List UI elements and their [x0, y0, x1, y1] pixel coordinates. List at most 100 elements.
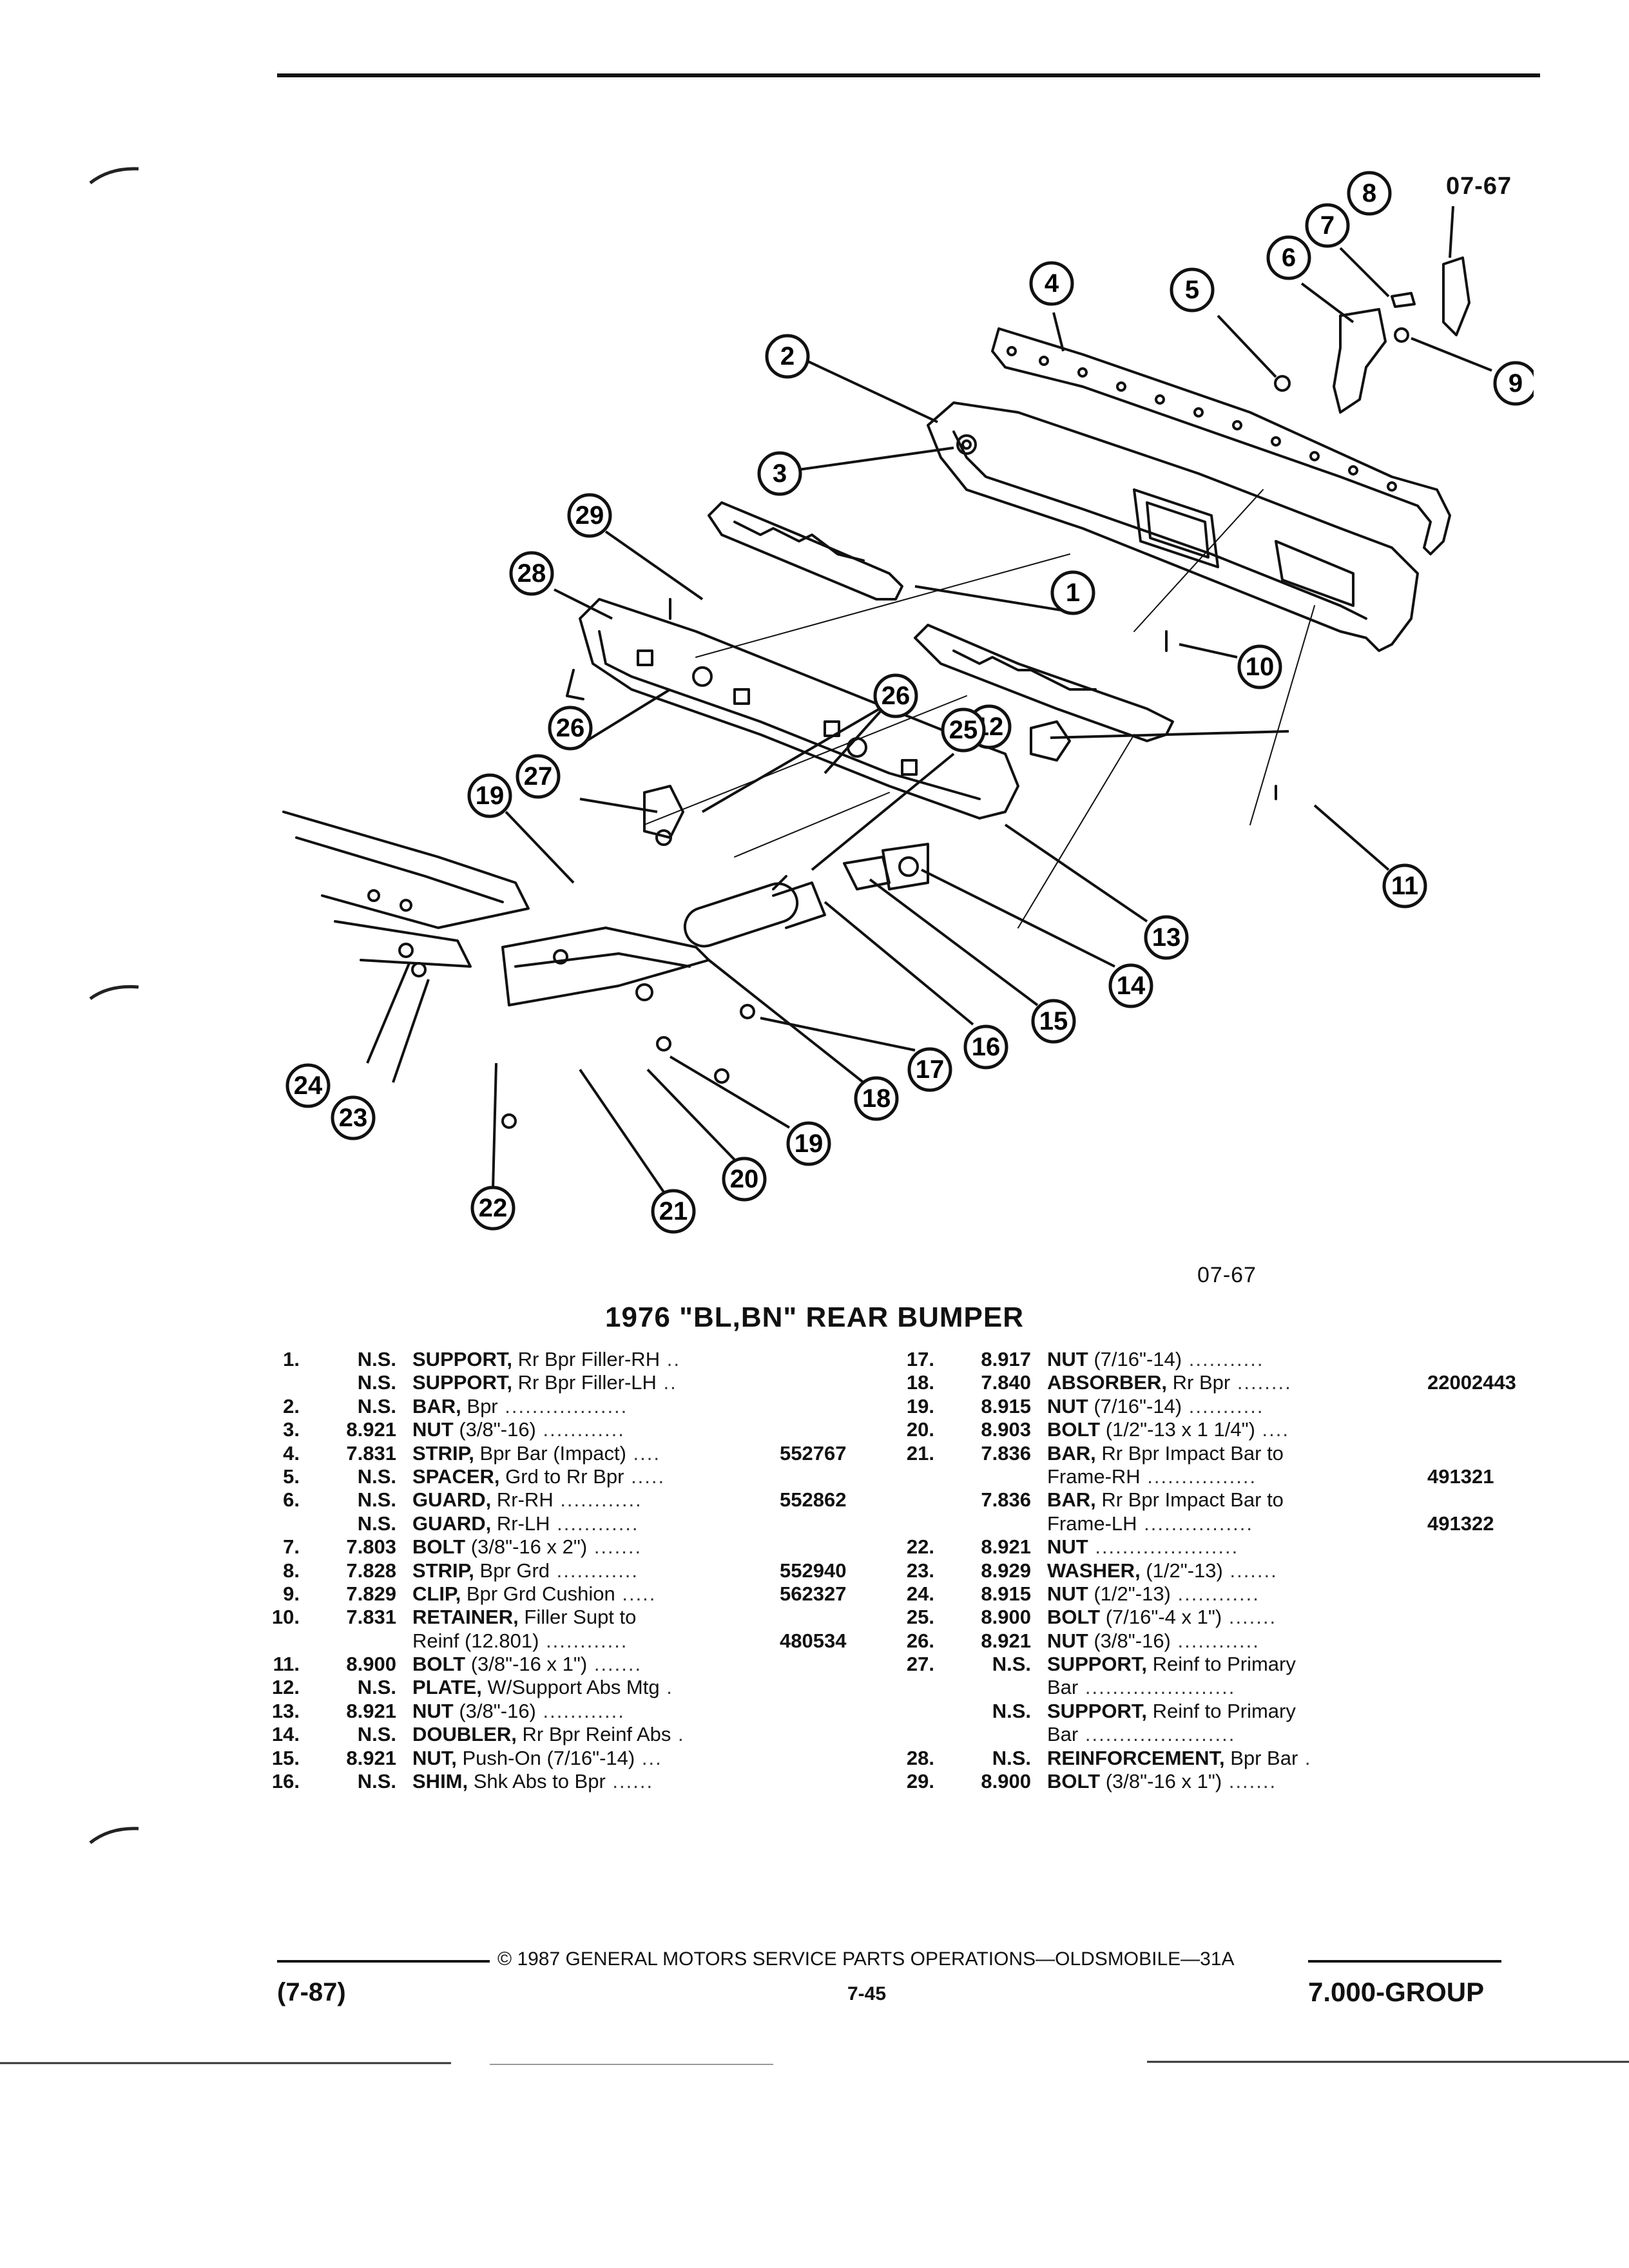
part-detail: Frame-RH — [1047, 1465, 1141, 1488]
leader-dots: ............ — [539, 1629, 628, 1652]
group-code: N.S. — [357, 1348, 396, 1370]
parts-row: Frame-RH ................491321 — [896, 1465, 1521, 1488]
binder-marks — [89, 167, 139, 1844]
part-name: NUT — [1047, 1348, 1088, 1370]
leader-dots: ............ — [550, 1512, 639, 1535]
item-number: 27. — [906, 1653, 934, 1676]
leader-dots: ....... — [587, 1535, 642, 1559]
group-code: 8.900 — [346, 1653, 396, 1676]
part-description: SUPPORT, Reinf to Primary — [1047, 1653, 1421, 1676]
footer-rule-left — [277, 1960, 490, 1963]
callout-26-right: 26 — [873, 673, 918, 718]
figure-code: 07-67 — [1446, 173, 1512, 200]
callout-5: 5 — [1170, 267, 1215, 312]
parts-row: 2.N.S.BAR, Bpr .................. — [261, 1395, 854, 1418]
part-detail: (3/8"-16 x 2") — [465, 1535, 588, 1559]
callout-15: 15 — [1031, 999, 1076, 1044]
callout-18: 18 — [854, 1076, 899, 1121]
callout-7: 7 — [1305, 203, 1350, 248]
group-code: N.S. — [357, 1488, 396, 1512]
leader-dots: ....... — [1222, 1770, 1277, 1793]
part-name: SUPPORT, — [412, 1348, 513, 1370]
part-description: NUT ..................... — [1047, 1535, 1421, 1559]
part-name: SUPPORT, — [1047, 1699, 1148, 1722]
part-detail: Bar — [1047, 1676, 1079, 1699]
part-description: DOUBLER, Rr Bpr Reinf Abs . — [412, 1723, 773, 1746]
group-code: 8.915 — [981, 1394, 1031, 1418]
leader-dots: ............ — [535, 1418, 625, 1441]
callout-3: 3 — [757, 451, 802, 496]
svg-text:19: 19 — [795, 1129, 824, 1158]
part-detail: Shk Abs to Bpr — [468, 1770, 606, 1793]
part-description: CLIP, Bpr Grd Cushion ..... — [412, 1582, 773, 1606]
page-title: 1976 "BL,BN" REAR BUMPER — [604, 1302, 1025, 1333]
svg-text:13: 13 — [1152, 923, 1181, 952]
part-description: BOLT (3/8"-16 x 2") ....... — [412, 1535, 773, 1559]
part-detail: Frame-LH — [1047, 1512, 1137, 1535]
leader-dots: ............ — [550, 1559, 639, 1582]
group-code: 8.915 — [981, 1582, 1031, 1605]
callout-9: 9 — [1493, 361, 1534, 406]
filler-support-rh — [708, 501, 903, 601]
leader-dots: .................. — [497, 1394, 628, 1418]
item-number: 16. — [271, 1770, 300, 1793]
svg-text:3: 3 — [773, 459, 787, 488]
callout-17: 17 — [907, 1047, 952, 1092]
part-detail: (3/8"-16 x 1") — [1100, 1770, 1222, 1793]
part-description: STRIP, Bpr Grd ............ — [412, 1559, 773, 1582]
part-description: Frame-LH ................ — [1047, 1512, 1421, 1535]
svg-text:17: 17 — [916, 1055, 945, 1084]
part-name: BOLT — [1047, 1418, 1101, 1441]
leader-dots: .. — [656, 1371, 677, 1394]
item-number: 11. — [273, 1653, 300, 1676]
part-detail: Reinf to Primary — [1147, 1699, 1296, 1722]
item-number: 24. — [906, 1582, 934, 1605]
part-number: 552862 — [780, 1488, 847, 1512]
svg-text:6: 6 — [1282, 244, 1296, 272]
svg-text:9: 9 — [1509, 369, 1523, 398]
part-description: Bar ...................... — [1047, 1676, 1421, 1699]
leader-dots: .. — [660, 1348, 680, 1370]
group-code: 7.836 — [981, 1441, 1031, 1465]
parts-row: Frame-LH ................491322 — [896, 1512, 1521, 1535]
svg-text:28: 28 — [517, 559, 546, 588]
part-description: PLATE, W/Support Abs Mtg . — [412, 1676, 773, 1699]
part-detail: (1/2"-13) — [1140, 1559, 1223, 1582]
footer-rule-right — [1308, 1960, 1501, 1963]
bumper-bar — [927, 401, 1419, 652]
callout-29: 29 — [567, 493, 612, 538]
part-name: CLIP, — [412, 1582, 461, 1605]
leader-dots: ........ — [1230, 1371, 1292, 1394]
leader-dots: ............ — [535, 1699, 625, 1722]
leader-dots: . — [659, 1676, 673, 1699]
leader-dots: ............ — [1170, 1582, 1260, 1605]
callout-14: 14 — [1108, 963, 1153, 1008]
parts-row: 14.N.S.DOUBLER, Rr Bpr Reinf Abs . — [261, 1723, 854, 1746]
group-code: 8.921 — [981, 1535, 1031, 1559]
item-number: 5. — [283, 1465, 300, 1488]
impact-bar-to-frame — [501, 927, 710, 1006]
callout-19-upper: 19 — [467, 773, 512, 818]
part-description: GUARD, Rr-LH ............ — [412, 1512, 773, 1535]
leader-dots: ............ — [1170, 1629, 1260, 1652]
part-detail: Rr Bpr Filler-LH — [512, 1371, 657, 1394]
part-name: BAR, — [1047, 1441, 1096, 1465]
part-description: NUT (3/8"-16) ............ — [1047, 1629, 1421, 1653]
group-code: 7.840 — [981, 1371, 1031, 1394]
leader-dots: ............ — [553, 1488, 642, 1512]
parts-row: 1.N.S.SUPPORT, Rr Bpr Filler-RH .. — [261, 1348, 854, 1371]
group-code: N.S. — [992, 1653, 1031, 1676]
part-description: NUT (7/16"-14) ........... — [1047, 1395, 1421, 1418]
part-name: STRIP, — [412, 1559, 474, 1582]
